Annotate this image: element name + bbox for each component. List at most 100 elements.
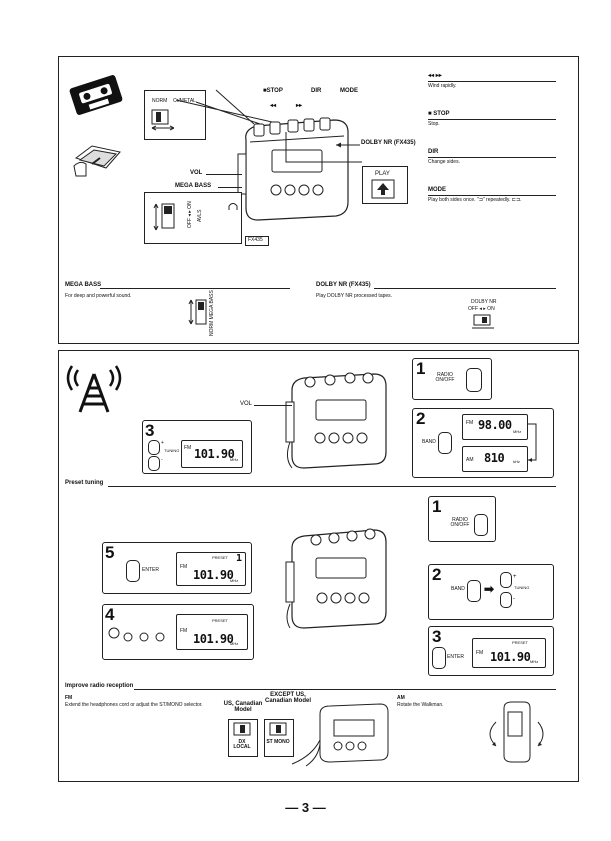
- preset-step2-box: [428, 564, 554, 620]
- antenna-tower-icon: [66, 365, 122, 413]
- cassette-section: [58, 56, 579, 344]
- tuning-plus-button[interactable]: [148, 440, 160, 455]
- headphone-icon: [228, 203, 238, 210]
- dolby-title: DOLBY NR (FX435): [316, 282, 371, 288]
- stop-desc: Stop.: [428, 121, 440, 127]
- mega-bass-title: MEGA BASS: [65, 282, 102, 288]
- fm-band-text: FM: [466, 420, 474, 426]
- preset-tuning-title: Preset tuning: [65, 480, 104, 486]
- preset-step4-number: 4: [105, 605, 115, 624]
- radio-section: [58, 350, 579, 782]
- preset-step3-lcd: [472, 638, 546, 668]
- preset-step4-preset-word: PRESET: [212, 618, 229, 623]
- tuning-lcd-freq: 101.90: [194, 447, 235, 461]
- tuning-label: TUNING: [164, 448, 180, 453]
- mega-bass-slider[interactable]: [188, 298, 210, 328]
- preset-step5-preset-word: PRESET: [212, 555, 229, 560]
- preset-step5-preset-no: 1: [236, 553, 242, 564]
- mega-bass-switch-text: NORM MEGA BASS: [209, 290, 215, 336]
- walkman-device: [175, 89, 349, 221]
- tuning-minus: -: [161, 457, 163, 463]
- play-connector: [285, 132, 362, 163]
- mode-label: MODE: [340, 88, 358, 94]
- rewind-icon: ◂◂: [270, 103, 277, 109]
- preset-tuning-minus-button[interactable]: [500, 592, 512, 608]
- preset-step5-lcd: [176, 552, 246, 586]
- preset-step3-unit: MHz: [530, 659, 539, 664]
- mode-desc: Play both sides once. "⊐" repeatedly. ⊏⊐…: [428, 197, 522, 203]
- tuning-lcd: [181, 440, 243, 468]
- reception-walkman-device: [291, 703, 389, 767]
- norm-label: NORM: [152, 98, 168, 104]
- preset-step5-band: FM: [180, 564, 188, 570]
- rw-ff-desc: Wind rapidly.: [428, 83, 457, 89]
- fm-lcd: [462, 414, 528, 440]
- improve-title: Improve radio reception: [65, 683, 134, 689]
- am-tip-title: AM: [397, 695, 405, 701]
- dolby-desc: Play DOLBY NR processed tapes.: [316, 293, 393, 299]
- am-frequency: 810: [484, 451, 505, 465]
- dolby-arrow: [336, 142, 360, 148]
- preset-tuning-label: TUNING: [514, 585, 530, 590]
- preset-step5-number: 5: [105, 543, 115, 562]
- insert-cassette-icon: [73, 145, 121, 177]
- dolby-nr-label: DOLBY NR (FX435): [361, 140, 416, 146]
- radio-onoff-label: RADIO ON/OFF: [435, 372, 455, 383]
- avls-label: AVLS: [197, 209, 203, 222]
- step2-number: 2: [416, 409, 426, 428]
- radio-walkman-device: [285, 372, 387, 469]
- preset-buttons[interactable]: [106, 624, 174, 646]
- preset-radio-onoff: RADIO ON/OFF: [450, 517, 470, 528]
- us-canadian-label: US, Canadian Model: [223, 701, 263, 713]
- preset-step5-freq: 101.90: [193, 568, 234, 582]
- rotate-walkman-icon: [489, 701, 544, 763]
- preset-step5-enter-button[interactable]: [126, 560, 140, 582]
- tuning-lcd-unit: MHz: [230, 457, 239, 462]
- model-tag: [245, 236, 269, 246]
- rw-ff-title: ◂◂ ▸▸: [428, 73, 442, 79]
- avls-slider[interactable]: [150, 198, 186, 236]
- play-button[interactable]: [371, 179, 395, 199]
- fm-frequency: 98.00: [478, 418, 512, 432]
- mega-bass-label: MEGA BASS: [175, 183, 212, 189]
- metal-label: Cr/METAL: [173, 98, 196, 104]
- tuning-plus: +: [161, 440, 164, 446]
- except-us-label: EXCEPT US, Canadian Model: [264, 692, 311, 704]
- dir-title: DIR: [428, 149, 439, 155]
- preset-enter-button[interactable]: [432, 647, 446, 669]
- preset-step3-number: 3: [432, 627, 442, 646]
- avls-switch-box: [144, 192, 242, 244]
- preset-enter-label: ENTER: [447, 654, 464, 660]
- stop-label: ■STOP: [263, 88, 283, 94]
- preset-tuning-plus-button[interactable]: [500, 572, 512, 588]
- tape-type-slider[interactable]: [150, 108, 180, 132]
- mode-title: MODE: [428, 187, 446, 193]
- cassette-icon: [69, 75, 123, 115]
- dolby-slider[interactable]: [472, 314, 496, 330]
- preset-step4-band: FM: [180, 628, 188, 634]
- st-mono-slider[interactable]: [268, 722, 288, 736]
- am-unit: kHz: [513, 459, 520, 464]
- band-button[interactable]: [438, 432, 452, 454]
- vol-label: VOL: [190, 170, 203, 176]
- dx-local-slider[interactable]: [232, 722, 252, 736]
- preset-step4-freq: 101.90: [193, 632, 234, 646]
- preset-step3-freq: 101.90: [490, 650, 531, 664]
- radio-vol-label: VOL: [240, 401, 253, 407]
- preset-radio-onoff-button[interactable]: [474, 514, 488, 536]
- fast-forward-icon: ▸▸: [296, 103, 303, 109]
- mega-bass-desc: For deep and powerful sound.: [65, 293, 132, 299]
- radio-onoff-button[interactable]: [466, 368, 482, 392]
- fm-tip-desc: Extend the headphones cord or adjust the…: [65, 702, 203, 708]
- avls-states: OFF ◂ ▸ ON: [187, 201, 193, 228]
- dx-local-label: DX LOCAL: [233, 739, 251, 750]
- preset-step5-unit: MHz: [230, 578, 239, 583]
- am-lcd: [462, 446, 528, 472]
- am-band-text: AM: [466, 457, 474, 463]
- preset-band-label: BAND: [451, 586, 465, 592]
- tuning-lcd-band: FM: [184, 445, 192, 451]
- tuning-minus-button[interactable]: [148, 456, 160, 471]
- preset-band-button[interactable]: [467, 580, 481, 602]
- fm-tip-title: FM: [65, 695, 73, 701]
- dolby-switch-label: DOLBY NR: [471, 299, 497, 305]
